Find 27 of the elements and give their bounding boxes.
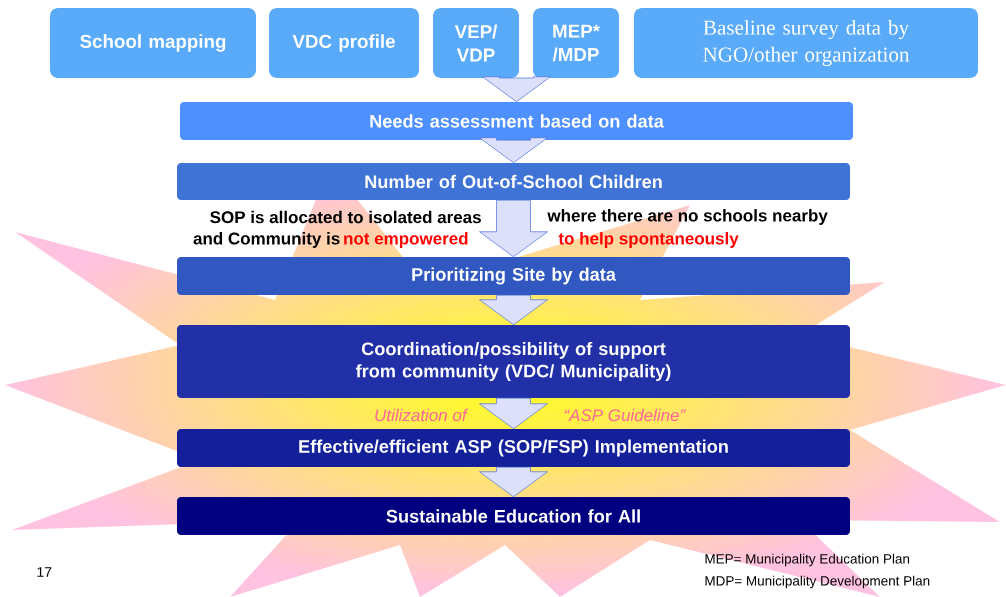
source-box: School mapping [50,8,256,78]
source-box: VDC profile [269,8,419,78]
block-arrow [479,294,548,326]
source-box: VEP/ VDP [433,8,519,78]
block-arrow [479,137,548,164]
source-box: MEP* /MDP [533,8,619,78]
block-arrow [482,76,551,103]
label-text: MDP= Municipality Development Plan [705,575,930,589]
process-box: Sustainable Education for All [177,497,850,535]
source-box: Baseline survey data by NGO/other organization [634,8,978,78]
block-arrow [479,466,548,498]
label-text: SOP is allocated to isolated areas [210,210,481,224]
process-box: Needs assessment based on data [180,102,853,140]
process-box: Coordination/possibility of support from community (VDC/ Municipality) [177,325,850,398]
process-box: Number of Out-of-School Children [177,163,850,200]
process-box: Effective/efficient ASP (SOP/FSP) Implementation [177,429,850,467]
label-text: and Community is [193,232,340,248]
process-box: Prioritizing Site by data [177,257,850,295]
label-text: where there are no schools nearby [547,209,828,225]
label-text: 17 [37,567,52,577]
block-arrow [479,199,548,258]
label-text: Utilization of [375,408,469,422]
label-text: to help spontaneously [558,232,739,248]
label-text: “ASP Guideline” [564,408,686,422]
label-text: MEP= Municipality Education Plan [705,553,910,567]
block-arrow [479,397,548,430]
label-text: not empowered [344,232,468,248]
